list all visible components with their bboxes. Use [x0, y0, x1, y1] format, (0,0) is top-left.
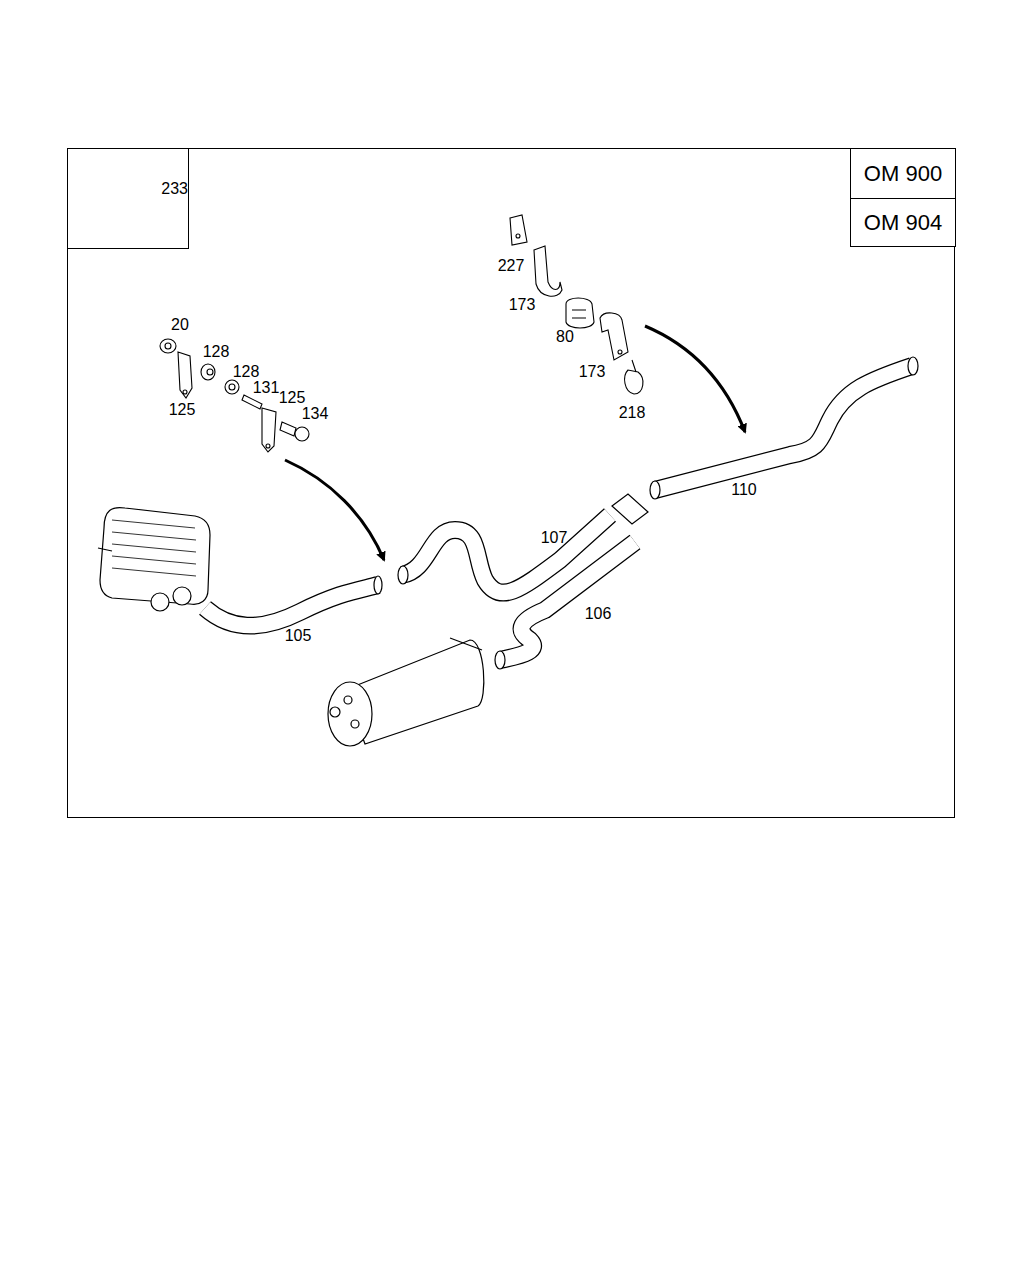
callout-number: 125 — [168, 401, 197, 419]
text-box: OM 904 — [850, 198, 956, 247]
pipe-fill — [205, 366, 912, 660]
callout-number: 134 — [301, 405, 330, 423]
callout-number: 107 — [540, 529, 569, 547]
rear-muffler — [328, 638, 484, 746]
box-label: OM 900 — [864, 161, 942, 187]
pipe-ends — [374, 357, 918, 669]
text-box: OM 900 — [850, 148, 956, 199]
callout-number: 131 — [252, 379, 281, 397]
assembly-arrow — [285, 460, 384, 560]
callout-number: 128 — [232, 363, 261, 381]
box-label: OM 904 — [864, 210, 942, 236]
callout-number: 128 — [202, 343, 231, 361]
box-label: 233 — [161, 180, 188, 198]
front-muffler — [98, 508, 210, 611]
pipe-outline — [205, 366, 912, 660]
fastener-parts — [160, 339, 309, 452]
callout-number: 20 — [170, 316, 190, 334]
frame — [68, 149, 955, 818]
callout-number: 227 — [497, 257, 526, 275]
text-box: 233 — [67, 148, 189, 249]
callout-number: 125 — [278, 389, 307, 407]
callout-number: 80 — [555, 328, 575, 346]
callout-number: 106 — [584, 605, 613, 623]
callout-number: 105 — [284, 627, 313, 645]
callout-number: 110 — [730, 481, 758, 499]
callout-number: 218 — [618, 404, 647, 422]
callout-number: 173 — [578, 363, 607, 381]
assembly-arrow — [645, 326, 745, 432]
callout-number: 173 — [508, 296, 537, 314]
